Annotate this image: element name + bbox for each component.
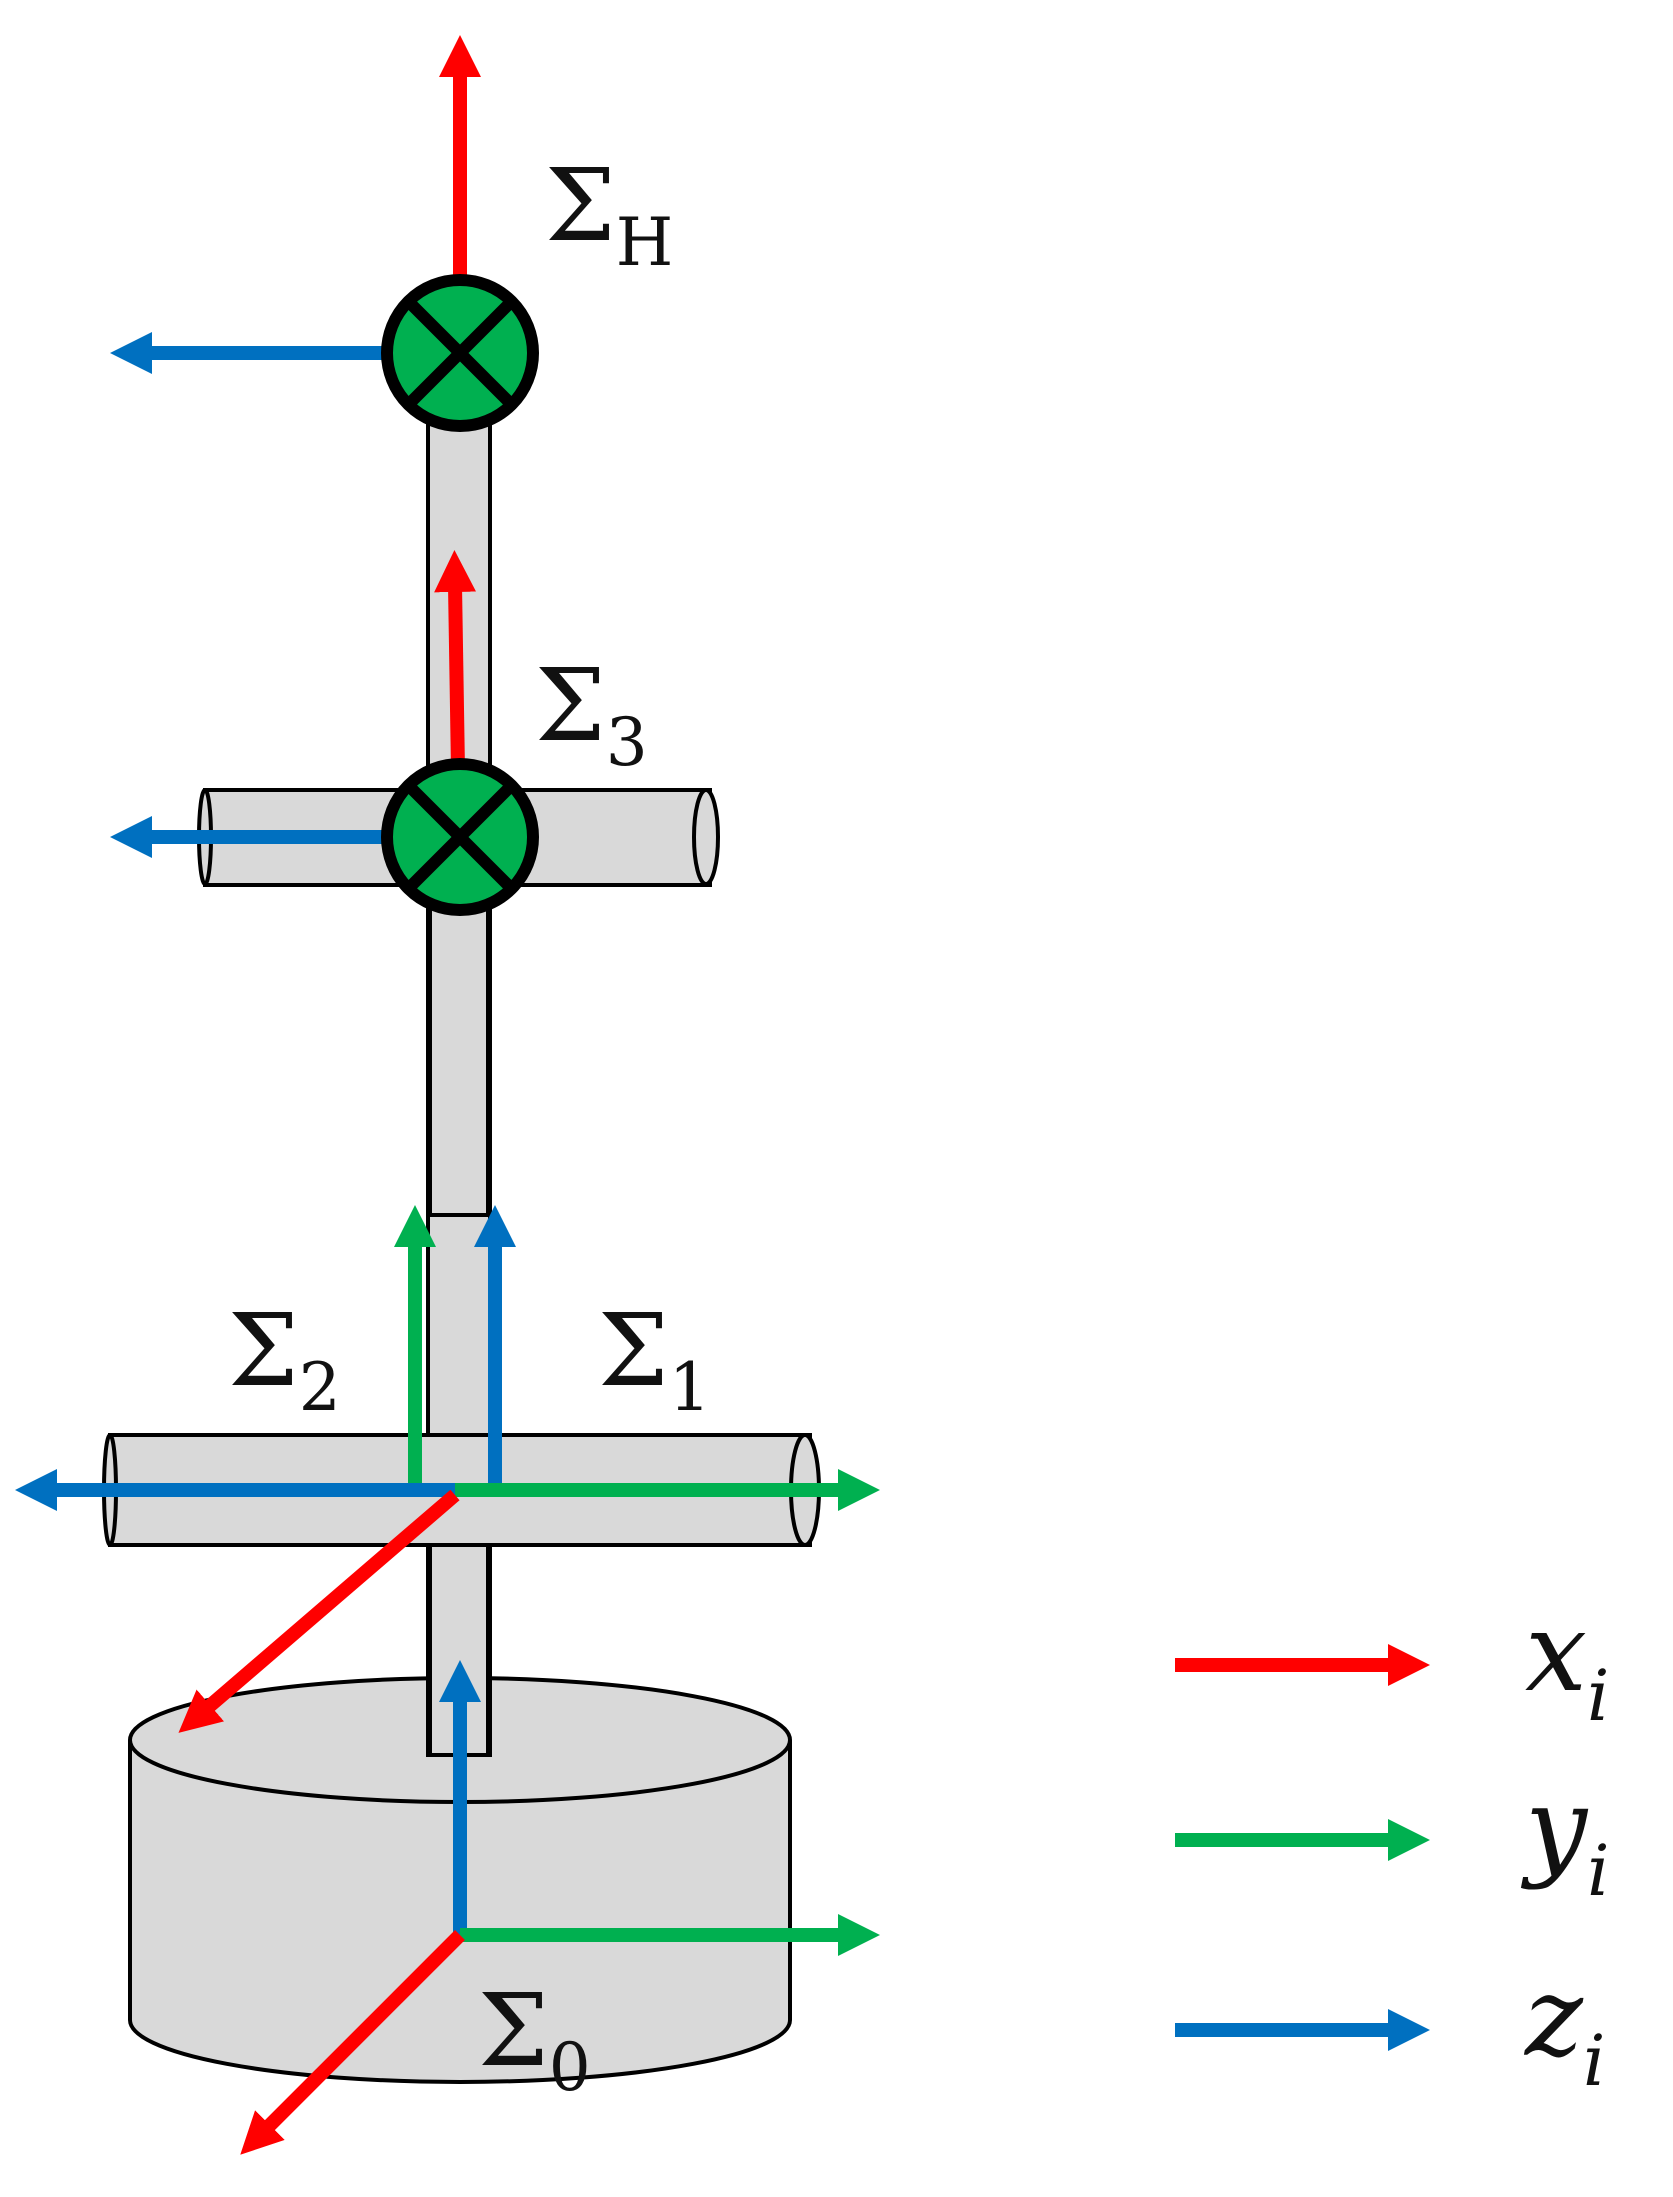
frame-label-2: Σ2 xyxy=(228,1292,341,1426)
frame-label-1: Σ1 xyxy=(598,1292,711,1426)
legend-y-label: yi xyxy=(1520,1763,1610,1912)
legend-item-z: zi xyxy=(1175,1953,1605,2102)
frame-0-x-axis xyxy=(240,1930,465,2155)
legend-z-label: zi xyxy=(1523,1953,1605,2102)
frame-0-axes xyxy=(240,1660,880,2155)
legend-item-x: xi xyxy=(1175,1588,1609,1737)
frame-1-x-axis xyxy=(178,1489,460,1733)
legend: xi yi zi xyxy=(1175,1588,1610,2102)
frame-label-3: Σ3 xyxy=(535,647,648,781)
legend-x-label: xi xyxy=(1525,1588,1609,1737)
frame-3-x-axis xyxy=(434,550,477,771)
frame-label-0: Σ0 xyxy=(478,1972,591,2106)
frame-label-h: ΣH xyxy=(545,147,673,281)
frame-h-axes xyxy=(110,35,481,374)
joint-h-into-page xyxy=(381,274,539,432)
frame-1-2-axes xyxy=(15,1205,880,1733)
frame-3-axes xyxy=(110,550,477,858)
joint-3-into-page xyxy=(381,758,539,916)
legend-item-y: yi xyxy=(1175,1763,1610,1912)
